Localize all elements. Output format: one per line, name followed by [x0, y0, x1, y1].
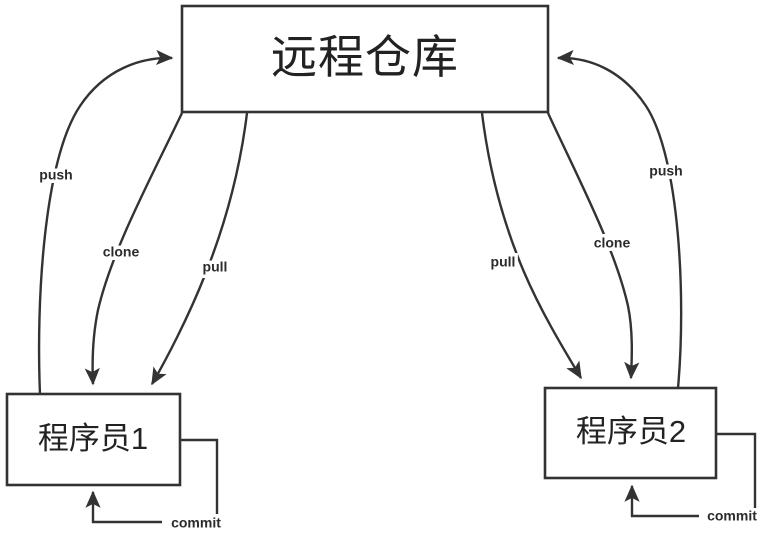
node-remote-repository[interactable]: 远程仓库: [180, 4, 550, 114]
clone-right-label: clone: [594, 235, 631, 251]
remote-repository-box[interactable]: [180, 4, 550, 114]
clone-left-label-text: clone: [103, 244, 140, 260]
developer-1-box[interactable]: [5, 392, 182, 487]
pull-left-label: pull: [203, 259, 228, 275]
node-developer-1[interactable]: 程序员1: [5, 392, 182, 487]
edge-push-right[interactable]: push push: [556, 49, 686, 389]
commit-left-label: commit: [171, 515, 221, 531]
edge-commit-right[interactable]: commit: [624, 432, 757, 524]
push-right-label-text: push: [649, 163, 682, 179]
node-developer-2[interactable]: 程序员2: [543, 386, 718, 480]
pull-left-label-text: pull: [203, 259, 228, 275]
pull-right-label: pull: [491, 254, 516, 270]
developer-1-label: 程序员1: [38, 421, 148, 456]
developer-2-box[interactable]: [543, 386, 718, 480]
clone-left-arrow: [84, 112, 184, 386]
push-left-label-text: push: [39, 167, 72, 183]
push-right-arrow: [556, 49, 683, 389]
commit-right-arrow: [624, 484, 699, 518]
remote-repository-label: 远程仓库: [271, 31, 459, 83]
edge-commit-left[interactable]: commit: [85, 438, 221, 531]
edge-pull-left[interactable]: pull pull: [150, 112, 249, 386]
commit-left-line: [180, 438, 219, 514]
edge-pull-right[interactable]: pull pull: [480, 112, 583, 380]
commit-right-line: [716, 432, 757, 508]
edge-clone-left[interactable]: clone clone: [84, 112, 184, 386]
pull-left-arrow: [150, 112, 249, 386]
pull-right-label-text: pull: [491, 254, 516, 270]
push-left-label: push: [39, 167, 72, 183]
commit-left-arrow: [85, 490, 162, 524]
clone-right-arrow: [546, 112, 640, 380]
edge-clone-right[interactable]: clone clone: [546, 112, 640, 380]
push-left-arrow: [37, 49, 174, 395]
commit-right-label: commit: [707, 508, 757, 524]
clone-right-label-text: clone: [594, 235, 631, 251]
edge-push-left[interactable]: push push: [36, 49, 174, 395]
clone-left-label: clone: [103, 244, 140, 260]
developer-2-label: 程序员2: [576, 414, 686, 449]
pull-right-arrow: [480, 112, 583, 380]
push-right-label: push: [649, 163, 682, 179]
